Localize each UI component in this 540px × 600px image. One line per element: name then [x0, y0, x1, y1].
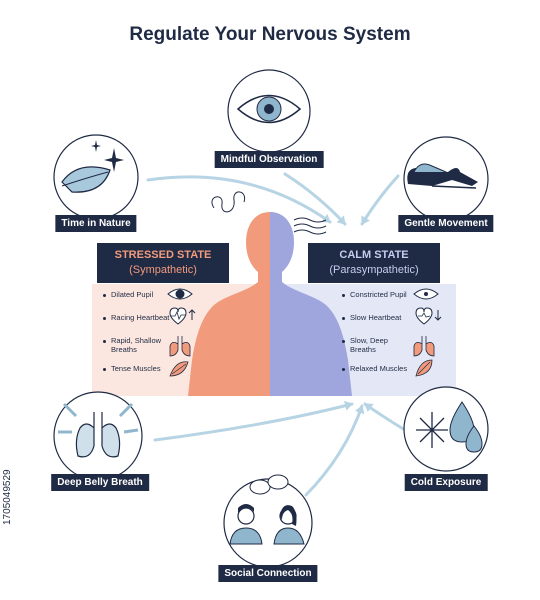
calm-icons	[413, 288, 442, 377]
calm-item: Slow Heartbeat	[342, 313, 401, 322]
constricted-pupil-icon	[413, 288, 439, 300]
racing-heart-icon	[169, 307, 196, 325]
stressed-item-label: Rapid, Shallow Breaths	[111, 336, 162, 354]
cold-circle	[403, 386, 489, 472]
arrow-observation	[283, 172, 347, 226]
stressed-item: Dilated Pupil	[103, 290, 153, 299]
deep-belly-breath-label: Deep Belly Breath	[51, 474, 149, 491]
body-silhouette	[188, 191, 352, 396]
stress-squiggle	[211, 191, 246, 213]
sparkle-icon	[104, 148, 124, 172]
stressed-state-box: STRESSED STATE (Sympathetic)	[97, 243, 229, 283]
snowflake-icon	[416, 412, 448, 448]
slow-heart-icon	[415, 307, 442, 325]
arrow-movement	[360, 174, 400, 226]
mindful-observation-label: Mindful Observation	[214, 151, 324, 168]
calm-item-label: Constricted Pupil	[350, 290, 407, 299]
shallow-lungs-icon	[169, 336, 191, 357]
gentle-movement-label: Gentle Movement	[398, 215, 494, 232]
calm-item-label: Relaxed Muscles	[350, 364, 408, 373]
stressed-item: Rapid, Shallow Breaths	[103, 336, 173, 354]
calm-item: Constricted Pupil	[342, 290, 407, 299]
calm-lines	[293, 217, 327, 235]
stressed-item-label: Dilated Pupil	[111, 290, 154, 299]
stressed-item: Racing Heartbeat	[103, 313, 169, 322]
calm-item-label: Slow, Deep Breaths	[350, 336, 388, 354]
stressed-icons	[167, 288, 196, 377]
page-title: Regulate Your Nervous System	[129, 24, 411, 45]
relaxed-muscle-icon	[415, 359, 433, 377]
stressed-state-subtitle: (Sympathetic)	[129, 264, 197, 276]
stressed-item: Tense Muscles	[103, 364, 161, 373]
calm-state-box: CALM STATE (Parasympathetic)	[308, 243, 440, 283]
body-calm-half	[270, 212, 352, 396]
stressed-item-label: Tense Muscles	[111, 364, 161, 373]
breath-circle	[53, 391, 143, 481]
arrow-cold	[363, 402, 407, 432]
leaf-icon	[61, 166, 111, 193]
eye-circle	[227, 69, 311, 153]
arrows	[146, 172, 407, 497]
stock-id: 1705049529	[2, 469, 13, 525]
cold-exposure-label: Cold Exposure	[404, 474, 488, 491]
tense-muscle-icon	[169, 361, 189, 377]
arrow-nature	[146, 175, 332, 224]
calm-item: Slow, Deep Breaths	[342, 336, 412, 354]
calm-item: Relaxed Muscles	[342, 364, 407, 373]
people-icon	[229, 504, 305, 545]
movement-circle	[403, 136, 489, 222]
water-drop-icon	[449, 401, 475, 443]
nature-circle	[53, 134, 139, 220]
deep-lungs-icon	[413, 336, 435, 357]
lungs-icon	[75, 412, 121, 458]
social-circle	[223, 474, 313, 568]
arrow-social	[304, 404, 365, 497]
arrow-breath	[153, 400, 354, 442]
stressed-item-label: Racing Heartbeat	[111, 313, 170, 322]
body-stressed-half	[188, 212, 270, 396]
yoga-pose-icon	[407, 167, 478, 186]
calm-state-title: CALM STATE	[339, 249, 409, 261]
dilated-pupil-icon	[167, 288, 193, 300]
speech-bubble-icon	[249, 479, 271, 495]
stressed-state-title: STRESSED STATE	[114, 249, 212, 261]
calm-state-subtitle: (Parasympathetic)	[329, 264, 419, 276]
social-connection-label: Social Connection	[218, 565, 318, 582]
time-in-nature-label: Time in Nature	[55, 215, 137, 232]
calm-item-label: Slow Heartbeat	[350, 313, 402, 322]
